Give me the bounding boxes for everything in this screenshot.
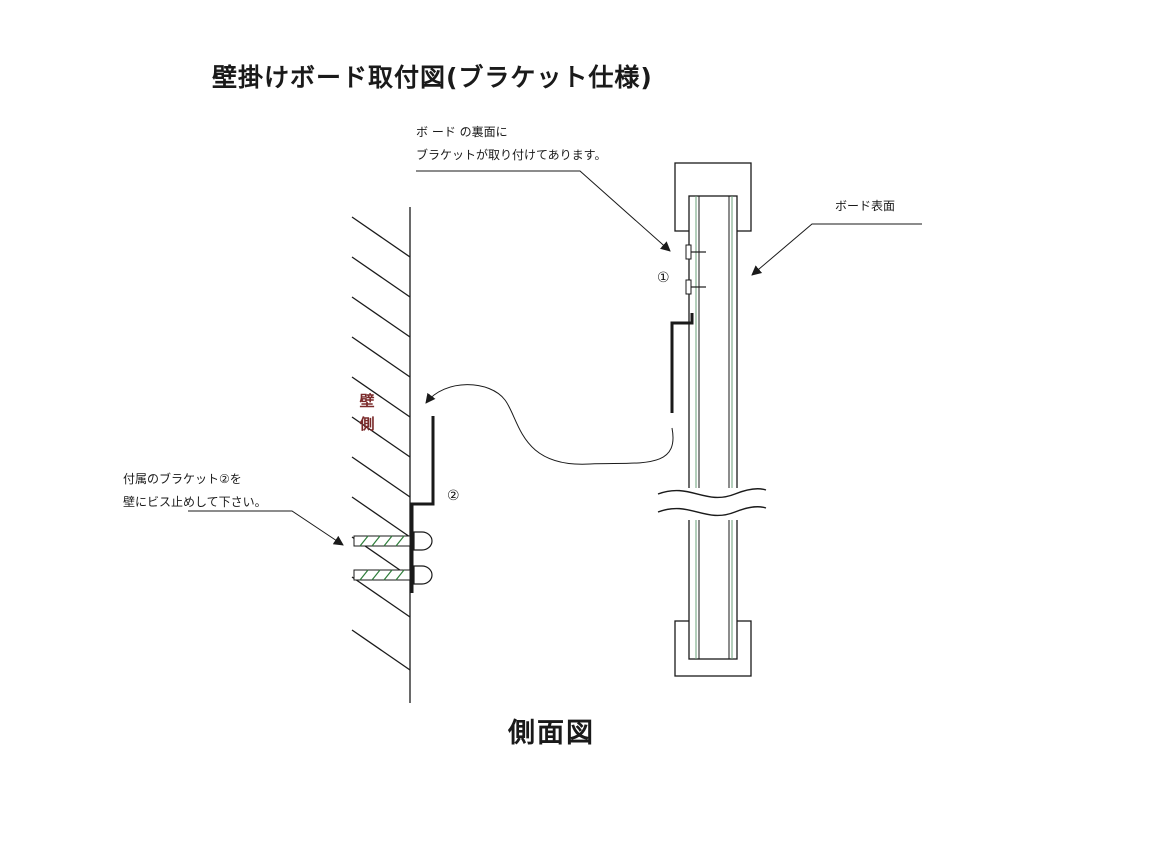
bracket-note-line: 付属のブラケット②を — [123, 472, 242, 486]
marker-2: ② — [447, 488, 460, 504]
wall — [351, 207, 411, 703]
board-back-note: ボ ード の裏面に ブラケットが取り付けてあります。 — [416, 121, 606, 167]
view-caption: 側面図 — [508, 718, 595, 749]
board-face-label: ボード表面 — [835, 199, 896, 213]
hang-arrow — [425, 384, 674, 465]
screw — [353, 565, 433, 585]
bracket-note: 付属のブラケット②を 壁にビス止めして下さい。 — [123, 468, 267, 514]
board-bracket — [670, 244, 706, 413]
wall-side-label: 壁側 — [359, 392, 375, 433]
leader-board-back — [416, 170, 671, 252]
wall-bracket — [410, 416, 435, 593]
diagram-title: 壁掛けボード取付図(ブラケット仕様) — [212, 63, 653, 92]
board — [674, 162, 752, 677]
board-back-note-line: ブラケットが取り付けてあります。 — [416, 148, 607, 162]
leader-bracket-note — [188, 510, 344, 546]
break-mark — [657, 488, 767, 520]
marker-1: ① — [657, 270, 670, 286]
screw — [353, 531, 433, 551]
bracket-note-line: 壁にビス止めして下さい。 — [123, 495, 267, 509]
board-back-note-line: ボ ード の裏面に — [416, 125, 508, 139]
leader-board-face — [751, 223, 922, 276]
